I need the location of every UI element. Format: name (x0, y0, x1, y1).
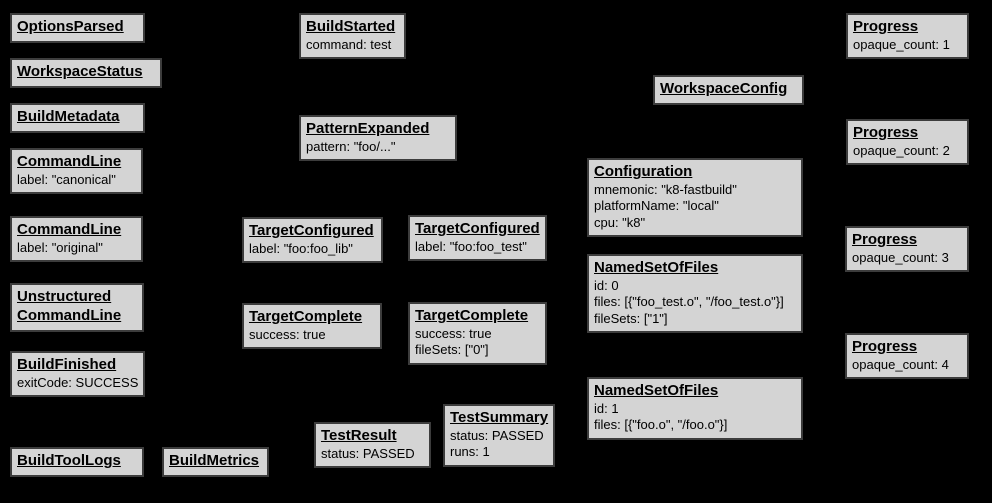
event-attr: label: "original" (17, 239, 103, 255)
event-box-pattern-expanded: PatternExpanded pattern: "foo/..." (299, 115, 457, 162)
event-box-named-set-of-files-0: NamedSetOfFiles id: 0 files: [{"foo_test… (587, 254, 803, 333)
event-attr: exitCode: SUCCESS (17, 374, 139, 390)
event-box-configuration: Configuration mnemonic: "k8-fastbuild" p… (587, 158, 803, 237)
event-attr: opaque_count: 4 (852, 356, 949, 372)
event-title: PatternExpanded (306, 120, 430, 137)
event-box-command-line-canonical: CommandLine label: "canonical" (10, 148, 143, 195)
event-box-progress-2: Progress opaque_count: 2 (846, 119, 969, 166)
event-title: Progress (853, 18, 919, 35)
event-attr: opaque_count: 1 (853, 36, 950, 52)
event-attr: status: PASSED (450, 427, 544, 443)
event-title: BuildMetadata (17, 108, 120, 125)
event-attr: cpu: "k8" (594, 214, 646, 230)
event-title: WorkspaceStatus (17, 63, 143, 80)
event-attr: platformName: "local" (594, 198, 719, 214)
event-box-build-metrics: BuildMetrics (162, 447, 269, 477)
event-attr: pattern: "foo/..." (306, 138, 396, 154)
event-attr: opaque_count: 3 (852, 249, 949, 265)
event-attr: success: true (415, 325, 492, 341)
event-title: BuildFinished (17, 356, 117, 373)
event-box-target-complete-lib: TargetComplete success: true (242, 303, 382, 350)
event-title: OptionsParsed (17, 18, 124, 35)
event-attr: status: PASSED (321, 445, 415, 461)
event-box-build-tool-logs: BuildToolLogs (10, 447, 144, 477)
event-attr: id: 0 (594, 277, 619, 293)
event-title: BuildMetrics (169, 452, 260, 469)
event-title: Unstructured CommandLine (17, 288, 122, 324)
event-attr: command: test (306, 36, 392, 52)
event-attr: success: true (249, 326, 326, 342)
event-attr: files: [{"foo_test.o", "/foo_test.o"}] (594, 294, 784, 310)
event-box-test-result: TestResult status: PASSED (314, 422, 431, 469)
event-box-progress-3: Progress opaque_count: 3 (845, 226, 969, 273)
event-attr: files: [{"foo.o", "/foo.o"}] (594, 417, 728, 433)
event-attr: label: "canonical" (17, 171, 116, 187)
event-title: WorkspaceConfig (660, 80, 788, 97)
event-box-build-finished: BuildFinished exitCode: SUCCESS (10, 351, 146, 398)
event-box-target-configured-test: TargetConfigured label: "foo:foo_test" (408, 215, 547, 262)
event-title: TargetComplete (249, 308, 363, 325)
event-title: Progress (852, 338, 918, 355)
event-box-progress-1: Progress opaque_count: 1 (846, 13, 969, 60)
event-title: TargetComplete (415, 307, 529, 324)
event-box-progress-4: Progress opaque_count: 4 (845, 333, 969, 380)
event-attr: label: "foo:foo_test" (415, 238, 527, 254)
event-title: Progress (853, 124, 919, 141)
event-box-test-summary: TestSummary status: PASSED runs: 1 (443, 404, 556, 467)
event-attr: fileSets: ["0"] (415, 342, 489, 358)
event-title: BuildToolLogs (17, 452, 121, 469)
event-box-options-parsed: OptionsParsed (10, 13, 145, 43)
event-attr: opaque_count: 2 (853, 142, 950, 158)
event-box-build-started: BuildStarted command: test (299, 13, 406, 60)
event-box-named-set-of-files-1: NamedSetOfFiles id: 1 files: [{"foo.o", … (587, 377, 803, 440)
event-box-unstructured-command-line: Unstructured CommandLine (10, 283, 144, 332)
event-title: TestResult (321, 427, 397, 444)
event-box-workspace-status: WorkspaceStatus (10, 58, 162, 88)
event-box-workspace-config: WorkspaceConfig (653, 75, 804, 105)
event-title: TargetConfigured (249, 222, 374, 239)
event-box-command-line-original: CommandLine label: "original" (10, 216, 143, 263)
event-attr: label: "foo:foo_lib" (249, 240, 353, 256)
event-title: Progress (852, 231, 918, 248)
event-title: BuildStarted (306, 18, 396, 35)
event-title: CommandLine (17, 153, 122, 170)
event-title: TestSummary (450, 409, 549, 426)
event-title: NamedSetOfFiles (594, 259, 719, 276)
event-title: NamedSetOfFiles (594, 382, 719, 399)
event-attr: mnemonic: "k8-fastbuild" (594, 181, 737, 197)
event-box-target-configured-lib: TargetConfigured label: "foo:foo_lib" (242, 217, 383, 264)
event-attr: fileSets: ["1"] (594, 310, 668, 326)
event-title: Configuration (594, 163, 693, 180)
event-title: TargetConfigured (415, 220, 540, 237)
event-title: CommandLine (17, 221, 122, 238)
event-attr: runs: 1 (450, 444, 490, 460)
event-box-target-complete-test: TargetComplete success: true fileSets: [… (408, 302, 547, 365)
event-box-build-metadata: BuildMetadata (10, 103, 145, 133)
event-attr: id: 1 (594, 400, 619, 416)
